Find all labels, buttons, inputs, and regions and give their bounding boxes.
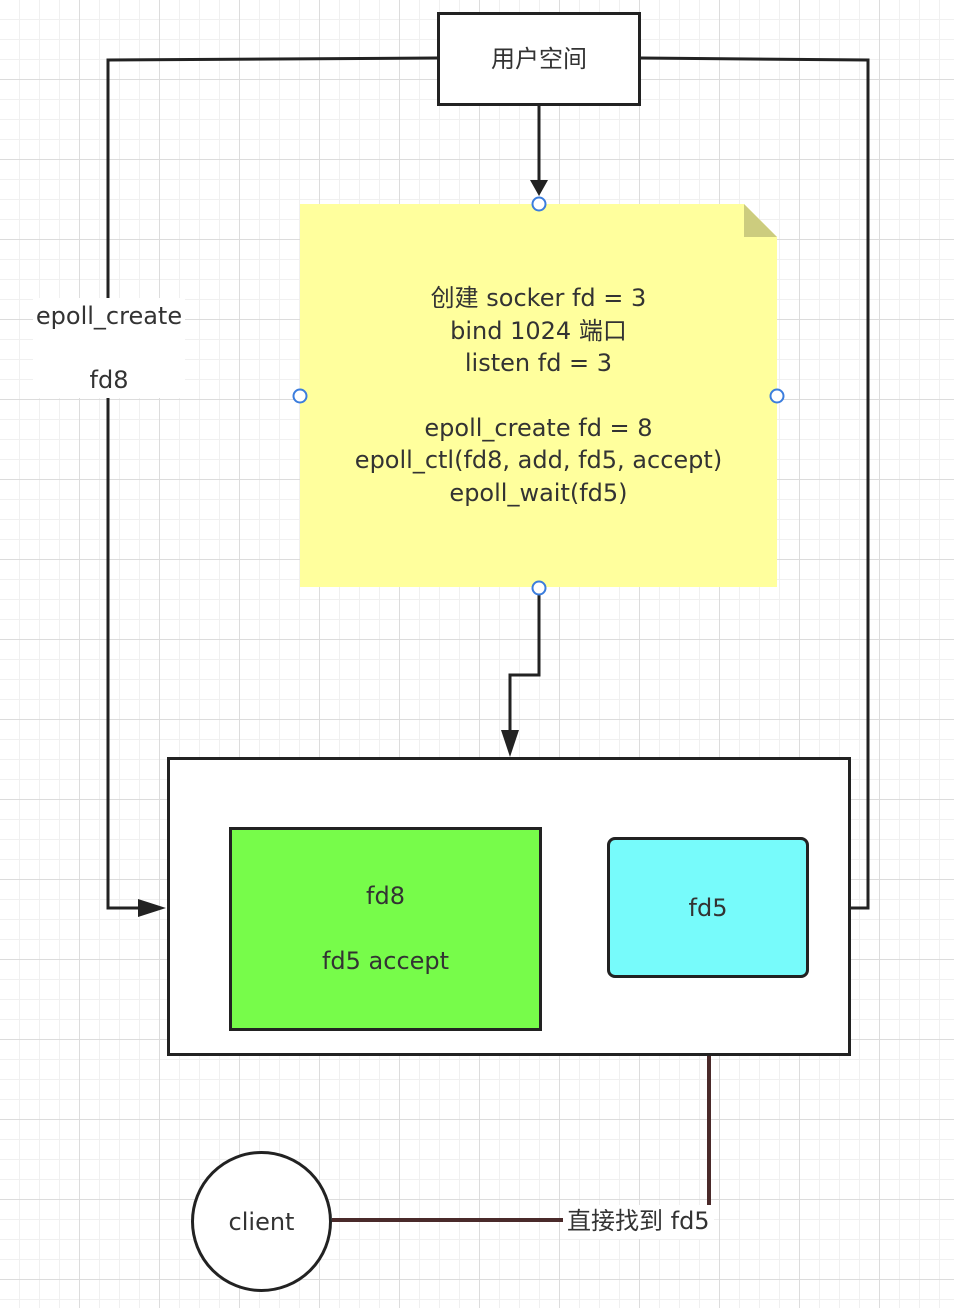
code-note[interactable]: 创建 socker fd = 3 bind 1024 端口 listen fd … — [300, 204, 777, 587]
client-label: client — [228, 1207, 295, 1236]
note-line: epoll_ctl(fd8, add, fd5, accept) — [354, 446, 723, 474]
edge-note-to-kernel[interactable] — [508, 588, 541, 742]
arrow-userspace-to-note — [530, 180, 548, 196]
fd5-node[interactable]: fd5 — [607, 837, 809, 978]
handle-bottom[interactable] — [531, 580, 547, 596]
handle-top[interactable] — [531, 196, 547, 212]
user-space-node[interactable]: 用户空间 — [437, 12, 641, 106]
user-space-label: 用户空间 — [491, 45, 587, 73]
epoll-fd8-label: fd8 — [366, 882, 405, 910]
edge-label-line: epoll_create — [35, 302, 183, 330]
edge-userspace-left-to-kernel[interactable] — [106, 56, 438, 910]
fd5-accept-label: fd5 accept — [321, 947, 450, 975]
handle-left[interactable] — [292, 388, 308, 404]
fd5-label: fd5 — [688, 893, 728, 922]
edge-label-line: fd8 — [89, 366, 129, 394]
note-line: 创建 socker fd = 3 — [430, 284, 647, 312]
note-line: bind 1024 端口 — [450, 316, 627, 345]
epoll-fd8-node[interactable]: fd8 fd5 accept — [229, 827, 542, 1031]
arrow-note-to-kernel — [501, 730, 519, 757]
note-text: 创建 socker fd = 3 bind 1024 端口 listen fd … — [355, 282, 722, 509]
note-line: epoll_create fd = 8 — [424, 413, 653, 442]
note-shape — [300, 204, 777, 587]
note-line: listen fd = 3 — [464, 349, 613, 377]
arrow-left-into-kernel — [138, 899, 166, 917]
note-line: epoll_wait(fd5) — [449, 478, 628, 507]
client-node[interactable]: client — [191, 1151, 332, 1292]
edge-label-direct-find: 直接找到 fd5 — [563, 1205, 714, 1239]
edge-label-epoll-create: epoll_create fd8 — [33, 298, 185, 398]
handle-right[interactable] — [769, 388, 785, 404]
